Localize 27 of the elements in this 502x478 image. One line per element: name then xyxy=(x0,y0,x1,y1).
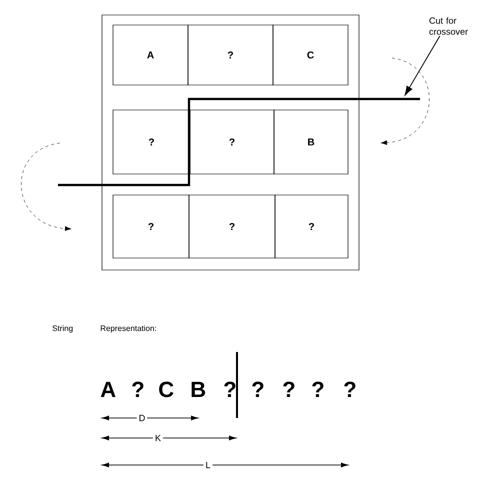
string-symbol: ? xyxy=(312,382,324,397)
grid-cell: ? xyxy=(190,110,274,174)
grid-cell: B xyxy=(274,110,348,174)
string-symbol: B xyxy=(192,382,206,397)
grid-cell: ? xyxy=(274,194,348,258)
grid-cell: ? xyxy=(188,24,274,86)
grid-cell: ? xyxy=(112,194,190,258)
dimension-label: L xyxy=(204,460,212,470)
callout-text: Cut for crossover xyxy=(429,17,468,35)
grid-cell: C xyxy=(272,24,348,86)
caption-text: Representation: xyxy=(100,325,156,333)
string-symbol: ? xyxy=(132,382,144,397)
grid-cell: ? xyxy=(188,194,276,258)
string-symbol: ? xyxy=(224,382,236,397)
grid-cell: ? xyxy=(112,110,190,174)
grid-frame xyxy=(102,14,360,270)
dimension-label: K xyxy=(153,432,163,444)
string-symbol: ? xyxy=(252,382,264,397)
caption-text: String xyxy=(52,325,73,333)
string-symbol: ? xyxy=(283,382,294,397)
leader-line xyxy=(404,36,440,96)
string-symbol: A xyxy=(100,382,116,397)
grid-cell: A xyxy=(112,24,188,86)
cut-line xyxy=(58,98,420,186)
dimension-label: D xyxy=(136,412,148,424)
string-symbol: C xyxy=(159,382,174,398)
string-symbol: ? xyxy=(344,382,356,397)
